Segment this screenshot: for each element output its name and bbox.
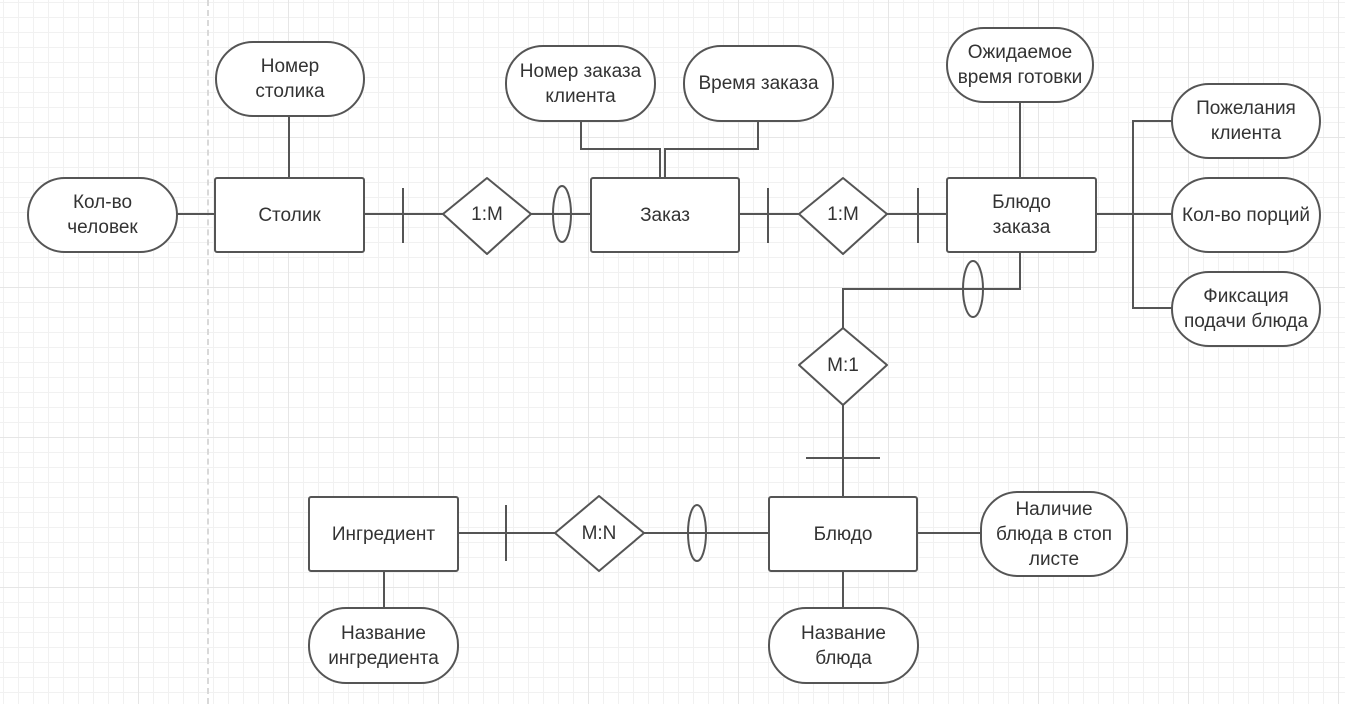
relationship-order-orderdish	[798, 177, 888, 255]
line-orderdish-rel	[842, 252, 1021, 328]
attribute-portions[interactable]: Кол-во порций	[1171, 177, 1321, 253]
entity-dish[interactable]: Блюдо	[768, 496, 918, 572]
entity-ingredient[interactable]: Ингредиент	[308, 496, 459, 572]
attribute-client-wishes[interactable]: Пожелания клиента	[1171, 83, 1321, 159]
attribute-stop-list[interactable]: Наличие блюда в стоп листе	[980, 491, 1128, 577]
relationship-label-order-orderdish: 1:M	[827, 203, 859, 225]
relationship-label-ingredient-dish: M:N	[581, 522, 617, 544]
connector-client-order-number	[580, 121, 661, 177]
attribute-dish-name[interactable]: Название блюда	[768, 607, 919, 684]
attribute-client-order-number[interactable]: Номер заказа клиента	[505, 45, 656, 122]
cardinality-zero-order	[552, 185, 572, 243]
relationship-table-order	[442, 177, 532, 255]
attribute-people-count[interactable]: Кол-во человек	[27, 177, 178, 253]
entity-order-dish[interactable]: Блюдо заказа	[946, 177, 1097, 253]
relationship-ingredient-dish	[554, 495, 645, 572]
attribute-table-number[interactable]: Номер столика	[215, 41, 365, 117]
entity-order[interactable]: Заказ	[590, 177, 740, 253]
attribute-ingredient-name[interactable]: Название ингредиента	[308, 607, 459, 684]
relationship-orderdish-dish	[798, 327, 888, 406]
connector-order-time	[664, 121, 759, 177]
relationship-label-orderdish-dish: M:1	[827, 354, 859, 376]
attribute-expected-time[interactable]: Ожидаемое время готовки	[946, 27, 1094, 103]
cardinality-zero-orderdish	[962, 260, 984, 318]
page-guide-line	[207, 0, 209, 704]
attribute-order-time[interactable]: Время заказа	[683, 45, 834, 122]
attribute-serving-fixation[interactable]: Фиксация подачи блюда	[1171, 271, 1321, 347]
relationship-label-table-order: 1:M	[471, 203, 503, 225]
cardinality-zero-dish	[687, 504, 707, 562]
entity-table[interactable]: Столик	[214, 177, 365, 253]
